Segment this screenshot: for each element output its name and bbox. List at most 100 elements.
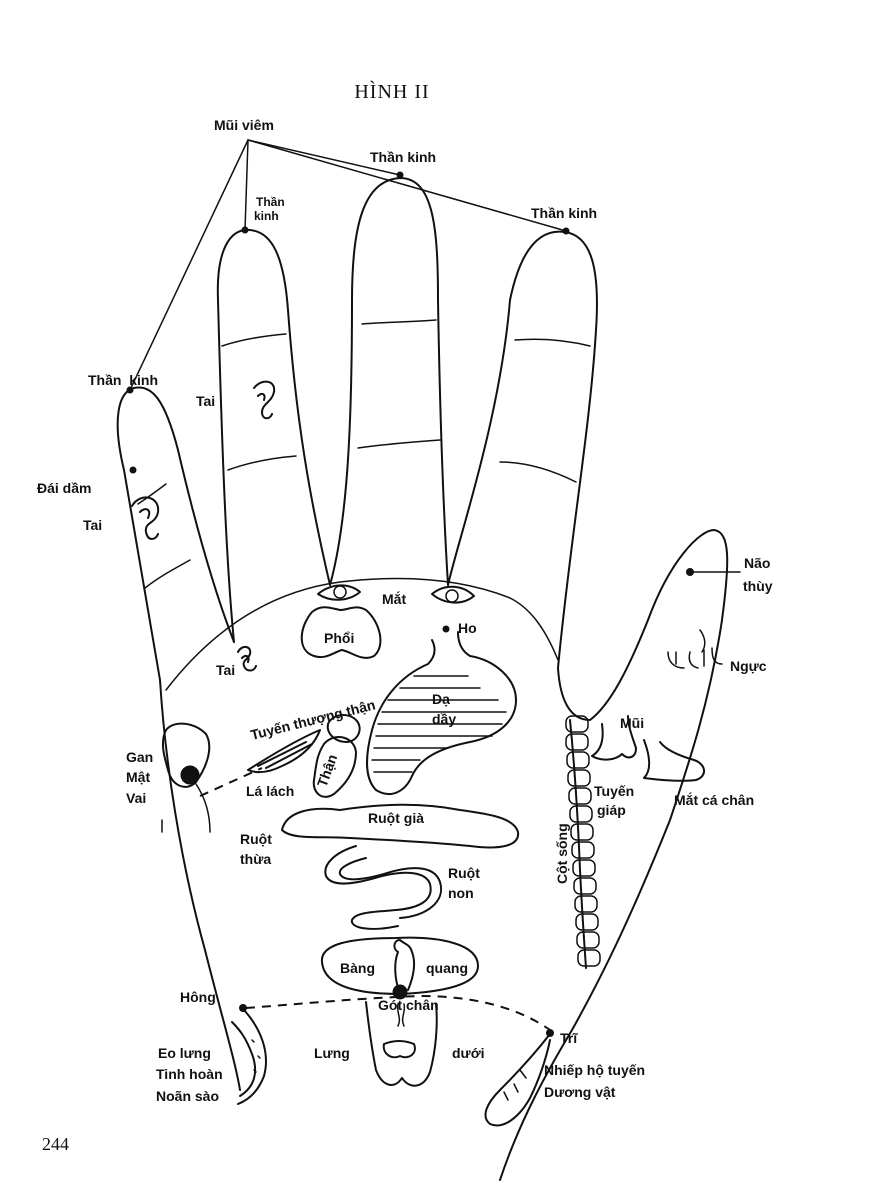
leader-mui-viem-index xyxy=(244,139,249,231)
chest-marks xyxy=(667,629,723,669)
label-than-kinh-index-1: Thần xyxy=(256,195,285,209)
label-da-day-1: Dạ xyxy=(432,691,450,707)
label-ruot-thua-2: thừa xyxy=(240,851,271,867)
spine-link xyxy=(396,1003,406,1027)
label-ruot-thua-1: Ruột xyxy=(240,831,272,847)
label-than-kinh-ring: Thần kinh xyxy=(531,205,597,221)
index-finger-crease-2 xyxy=(227,455,297,471)
leader-mui-viem-little xyxy=(129,139,249,391)
pelvis-organ xyxy=(365,1001,438,1087)
hip-organ xyxy=(231,1021,257,1097)
label-phoi: Phổi xyxy=(324,630,354,646)
large-intestine xyxy=(281,803,520,849)
heel-point xyxy=(392,984,408,1000)
label-nao-thuy-1: Não xyxy=(744,555,770,571)
label-than-kinh-little: Thần kinh xyxy=(88,372,158,388)
middle-finger-outline xyxy=(329,177,449,586)
bladder-duct xyxy=(393,939,416,995)
label-mui-viem: Mũi viêm xyxy=(214,117,274,133)
label-tri: Trĩ xyxy=(560,1030,578,1046)
little-finger-outline xyxy=(116,386,235,681)
testis-organ xyxy=(237,1009,267,1105)
small-intestine xyxy=(324,845,432,930)
stomach-organ xyxy=(366,631,517,795)
hand-outline xyxy=(116,177,729,1181)
label-duoi: dưới xyxy=(452,1045,485,1061)
label-ruot-gia: Ruột già xyxy=(368,810,424,826)
eye-icon-right xyxy=(431,585,475,604)
eye-icon-left xyxy=(317,584,361,601)
ear-icon-palm xyxy=(237,646,257,672)
label-than-kinh-middle: Thần kinh xyxy=(370,149,436,165)
label-duong-vat: Dương vật xyxy=(544,1084,616,1100)
label-vai: Vai xyxy=(126,790,146,806)
dot-ring-tip xyxy=(562,227,570,235)
label-than-kinh-index-2: kinh xyxy=(254,209,279,223)
label-mat-eye: Mắt xyxy=(382,590,406,607)
dot-dai-dam xyxy=(129,466,137,474)
finger-creases xyxy=(137,319,591,589)
kidney-organ xyxy=(312,736,357,798)
ring-finger-outline xyxy=(447,230,598,669)
label-quang: quang xyxy=(426,960,468,976)
label-la-lach: Lá lách xyxy=(246,783,294,799)
little-finger-crease-2 xyxy=(144,559,191,589)
label-tai-index: Tai xyxy=(196,393,215,409)
label-noan-sao: Noãn sào xyxy=(156,1088,219,1104)
label-ruot-non-2: non xyxy=(448,885,474,901)
label-bang: Bàng xyxy=(340,960,375,976)
label-tinh-hoan: Tinh hoàn xyxy=(156,1066,223,1082)
gall-bladder xyxy=(180,765,200,785)
palm-arch xyxy=(165,577,559,691)
label-cot-song: Cột sống xyxy=(554,823,570,884)
label-eo-lung: Eo lưng xyxy=(158,1045,211,1061)
label-gan: Gan xyxy=(126,749,153,765)
liver-spleen-dash xyxy=(199,767,263,797)
ring-finger-crease-1 xyxy=(514,338,591,347)
adrenal-gland xyxy=(326,714,361,743)
dot-index-tip xyxy=(241,226,249,234)
label-lung: Lưng xyxy=(314,1045,350,1061)
ear-icon-index xyxy=(253,380,276,420)
nose-organ xyxy=(591,715,637,761)
palm-left-outline xyxy=(159,679,241,1091)
ear-icon-little xyxy=(131,496,160,540)
figure-title: HÌNH II xyxy=(354,80,429,103)
dot-nao-thuy xyxy=(686,568,694,576)
label-tai-little: Tai xyxy=(83,517,102,533)
genital-organ xyxy=(484,1033,551,1127)
little-finger-crease-1 xyxy=(137,483,167,505)
spleen-organ xyxy=(247,729,321,774)
label-dai-dam: Đái dầm xyxy=(37,480,91,496)
index-finger-outline xyxy=(216,228,331,643)
label-ho: Ho xyxy=(458,620,477,636)
label-nao-thuy-2: thùy xyxy=(743,578,773,594)
testis-dots xyxy=(251,1039,261,1073)
genital-marks xyxy=(503,1069,527,1101)
label-da-day-2: dầy xyxy=(432,711,456,727)
label-tuyen-giap-1: Tuyến xyxy=(594,783,634,799)
label-tai-palm: Tai xyxy=(216,662,235,678)
leader-mui-viem-middle xyxy=(247,139,401,176)
ankle-organ xyxy=(643,739,705,782)
label-nhiep-ho-tuyen: Nhiếp hộ tuyến xyxy=(544,1062,645,1078)
label-hong: Hông xyxy=(180,989,216,1005)
label-ruot-non-1: Ruột xyxy=(448,865,480,881)
label-nguc: Ngực xyxy=(730,658,767,674)
spine-column xyxy=(565,715,601,969)
label-mat-gall: Mật xyxy=(126,769,150,785)
label-got-chan: Gót chân xyxy=(378,997,439,1013)
thumb-outline xyxy=(499,529,729,1181)
dot-little-tip xyxy=(126,386,134,394)
leader-lines xyxy=(129,139,741,573)
middle-finger-crease-2 xyxy=(357,439,441,449)
label-mui: Mũi xyxy=(620,715,644,731)
label-mat-ca-chan: Mắt cá chân xyxy=(674,791,754,808)
lung-organ xyxy=(300,606,382,659)
dot-middle-tip xyxy=(396,171,404,179)
middle-finger-crease-1 xyxy=(361,319,437,325)
ring-finger-crease-2 xyxy=(499,461,577,483)
dot-ho xyxy=(442,625,450,633)
